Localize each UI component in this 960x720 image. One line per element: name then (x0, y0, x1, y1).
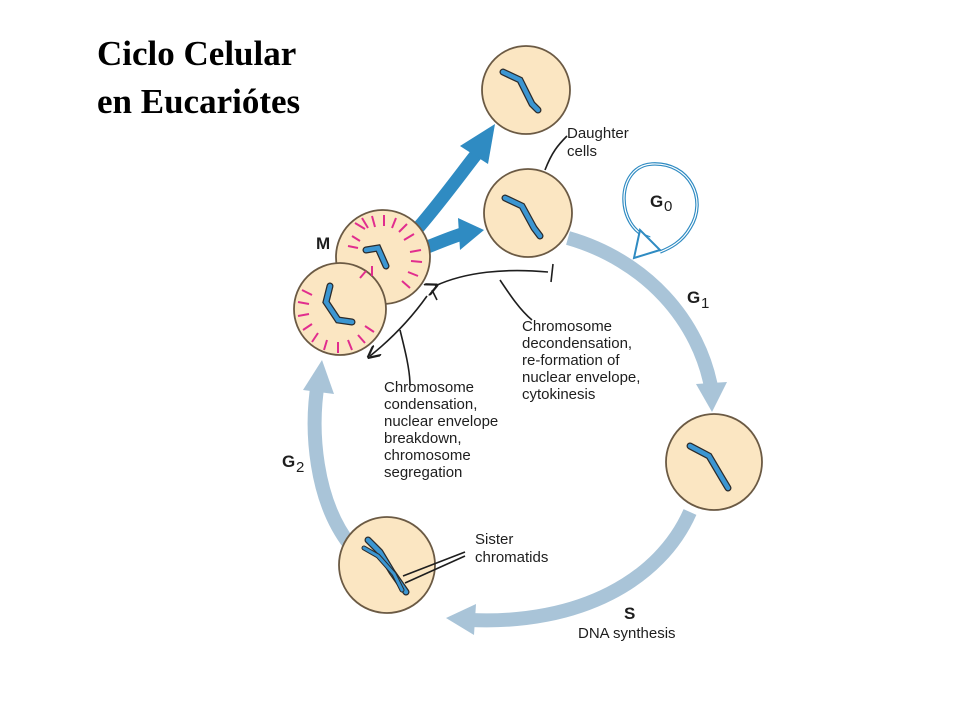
decondensation-line: decondensation, (522, 335, 632, 352)
title-line-2: en Eucariótes (97, 82, 301, 121)
g0-loop-arrow (622, 162, 699, 260)
page-title: Ciclo Celular en Eucariótes (97, 30, 357, 126)
mitotic-spindle-icon (297, 215, 423, 353)
phase-g0-sub: 0 (664, 198, 672, 215)
phase-label-g2: G 2 (282, 452, 304, 476)
condensation-line: condensation, (384, 396, 477, 413)
daughter-cell-bottom (483, 168, 573, 258)
dna-synthesis-label: DNA synthesis (578, 625, 676, 642)
m-phase-cell (293, 209, 431, 356)
phase-label-g1: G 1 (687, 288, 709, 312)
phase-g1-letter: G (687, 288, 700, 307)
daughter-cells-label: Daughter cells (567, 125, 629, 160)
condensation-line: Chromosome (384, 379, 474, 396)
sister-label-line2: chromatids (475, 549, 548, 566)
decondensation-line: cytokinesis (522, 386, 595, 403)
condensation-label: Chromosome condensation, nuclear envelop… (384, 379, 498, 481)
condensation-line: breakdown, (384, 430, 462, 447)
title-line-1: Ciclo Celular (97, 34, 297, 73)
division-arrow-lower (422, 218, 484, 255)
decondensation-label: Chromosome decondensation, re-formation … (522, 318, 640, 403)
phase-label-g0: G 0 (650, 192, 672, 215)
daughter-cell-top (481, 45, 571, 135)
sister-chromatids-leader (402, 551, 466, 584)
cycle-arrow-g1 (566, 231, 727, 412)
s-phase-cell (665, 413, 763, 511)
condensation-line: nuclear envelope (384, 413, 498, 430)
phase-g2-sub: 2 (296, 459, 304, 476)
division-arrow-upper (413, 124, 495, 233)
phase-label-s: S DNA synthesis (578, 604, 676, 642)
decondensation-line: nuclear envelope, (522, 369, 640, 386)
sister-label-line1: Sister (475, 531, 513, 548)
daughter-label-line1: Daughter (567, 125, 629, 142)
daughter-label-line2: cells (567, 143, 597, 160)
phase-s-letter: S (624, 604, 635, 623)
phase-g1-sub: 1 (701, 295, 709, 312)
sister-chromatids-label: Sister chromatids (475, 531, 548, 566)
decondensation-line: re-formation of (522, 352, 620, 369)
phase-g2-letter: G (282, 452, 295, 471)
condensation-bracket (370, 289, 438, 386)
condensation-line: chromosome (384, 447, 471, 464)
condensation-line: segregation (384, 464, 462, 481)
cycle-arrow-s (446, 509, 697, 635)
g2-cell (338, 516, 436, 614)
daughter-cells-leader (544, 135, 568, 171)
decondensation-bracket (435, 263, 554, 321)
phase-label-m: M (316, 234, 330, 253)
decondensation-line: Chromosome (522, 318, 612, 335)
phase-g0-letter: G (650, 192, 663, 211)
cycle-arrow-g2 (303, 360, 356, 550)
